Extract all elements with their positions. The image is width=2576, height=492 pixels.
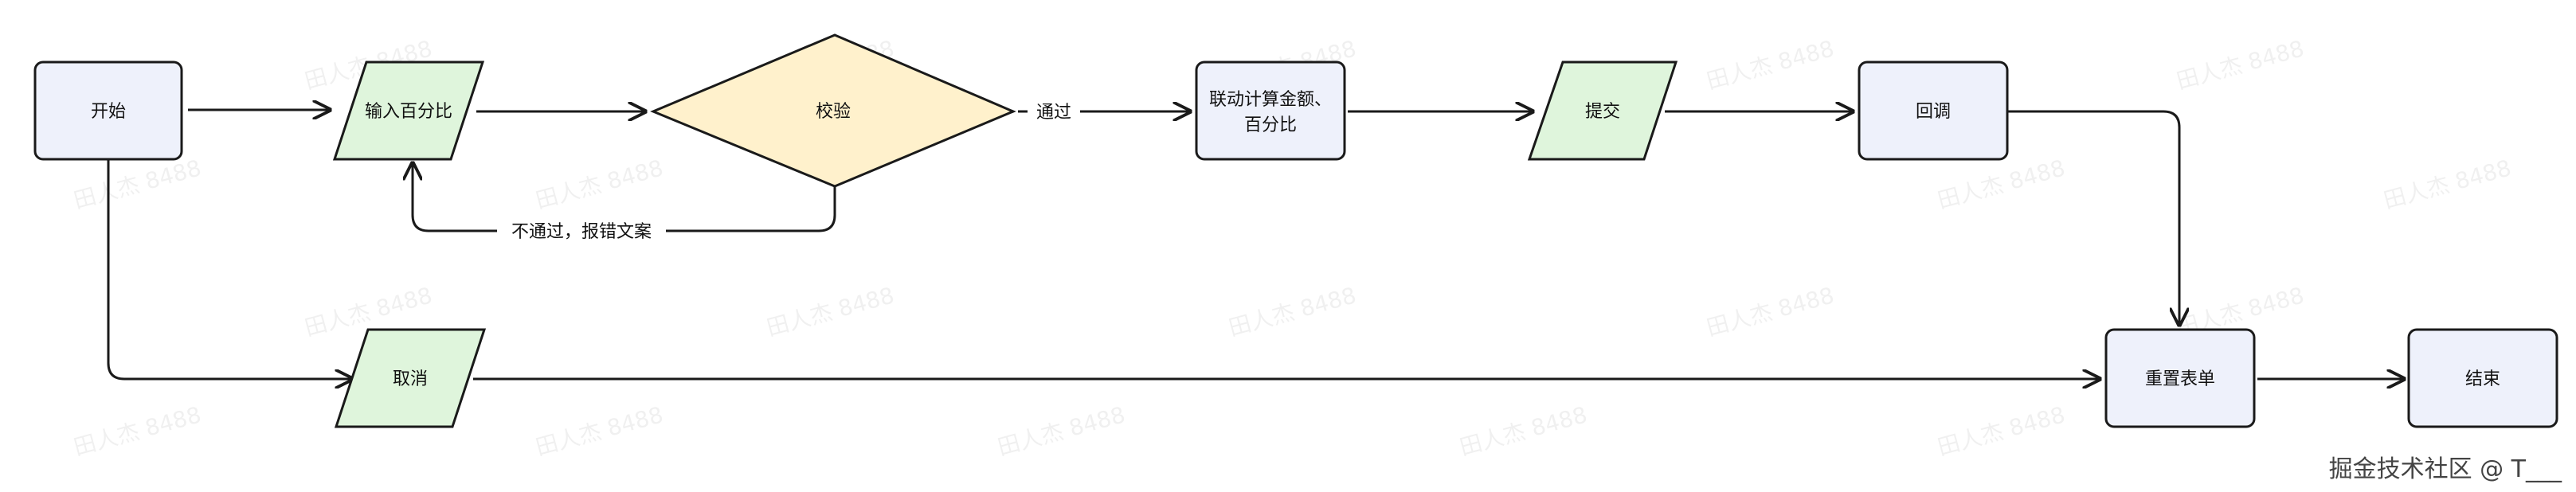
node-validate	[650, 33, 1016, 188]
label-validate: 校验	[816, 102, 851, 122]
edge-label-pass: 通过	[1036, 103, 1071, 123]
node-cancel	[334, 328, 487, 428]
node-callback	[1858, 61, 2009, 161]
label-reset-form: 重置表单	[2145, 369, 2215, 389]
node-labels: 开始 输入百分比 校验 联动计算金额、 百分比 提交 回调 取消 重置表单 结束	[91, 90, 2500, 389]
nodes	[33, 33, 2558, 428]
node-submit	[1527, 61, 1678, 161]
label-callback: 回调	[1916, 102, 1951, 122]
label-compute-line2: 百分比	[1244, 115, 1297, 135]
label-submit: 提交	[1585, 102, 1620, 122]
node-start	[33, 61, 183, 161]
edge-start-to-cancel	[107, 159, 352, 379]
node-reset-form	[2104, 328, 2256, 428]
label-compute-line1: 联动计算金额、	[1209, 90, 1332, 110]
footer-credit: 掘金技术社区 @ T___	[2328, 455, 2562, 483]
node-input-percent	[332, 61, 485, 161]
edge-label-fail: 不通过，报错文案	[511, 222, 652, 242]
label-end: 结束	[2465, 369, 2500, 389]
label-start: 开始	[91, 102, 126, 122]
node-compute	[1195, 61, 1346, 161]
edge-labels: 通过 不通过，报错文案	[497, 99, 1080, 244]
label-input-percent: 输入百分比	[365, 102, 452, 122]
edge-label-bg	[497, 218, 666, 244]
edge-callback-to-reset	[2007, 110, 2179, 325]
node-end	[2407, 328, 2558, 428]
edge-label-bg	[1028, 99, 1080, 124]
label-cancel: 取消	[393, 369, 428, 389]
